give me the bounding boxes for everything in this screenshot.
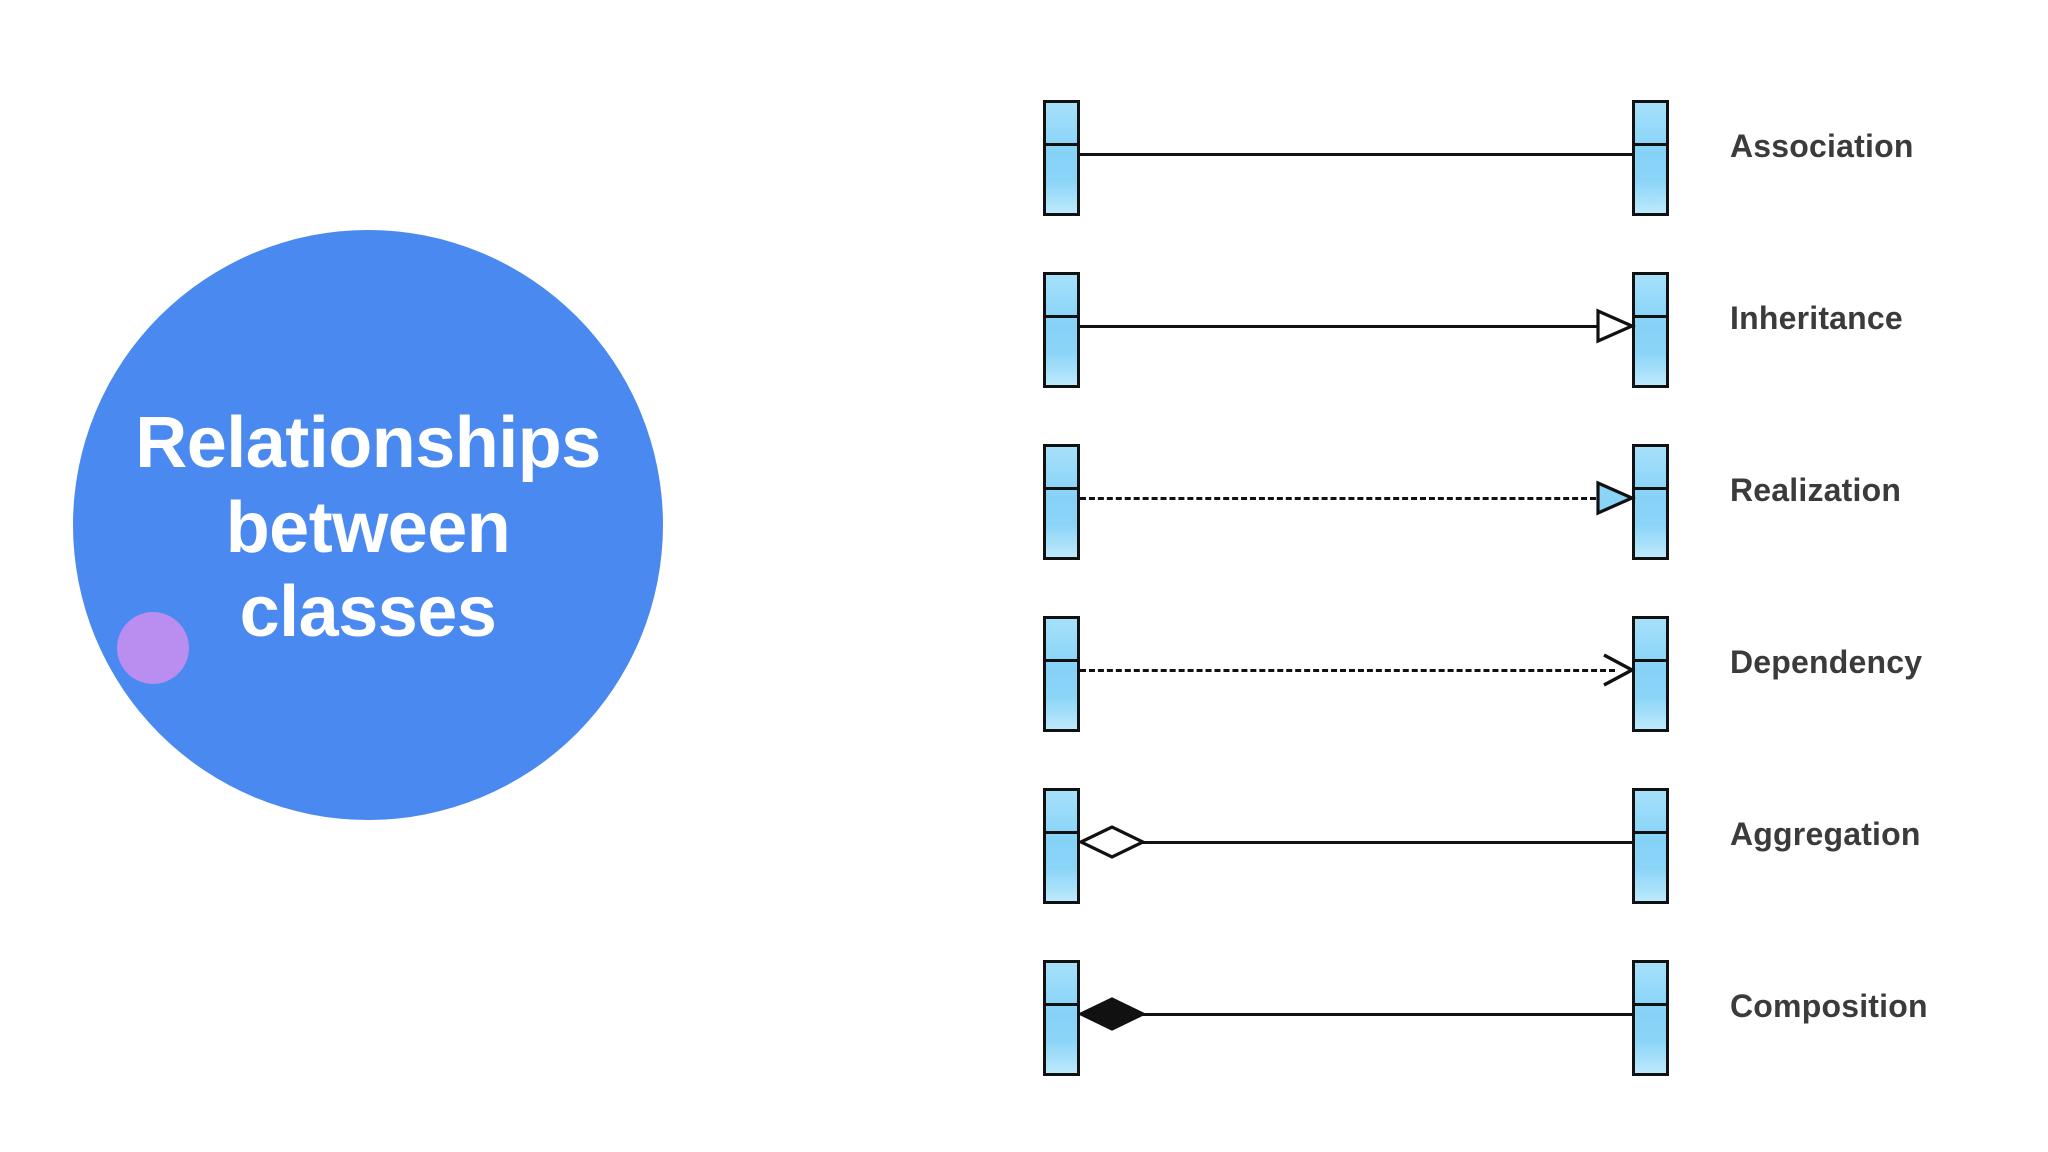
- class-box-target: [1632, 100, 1669, 216]
- hollow-triangle-arrowhead-icon: [1596, 480, 1636, 516]
- class-box-target: [1632, 272, 1669, 388]
- legend-row-dependency: Dependency: [1030, 616, 2030, 732]
- uml-relationship-legend: Association Inheritance: [1030, 100, 2030, 1076]
- class-box-divider: [1635, 487, 1666, 490]
- class-box-divider: [1046, 1003, 1077, 1006]
- legend-label-realization: Realization: [1730, 472, 1902, 508]
- connector-line-dashed: [1080, 497, 1596, 500]
- legend-label-association: Association: [1730, 128, 1914, 164]
- connector-line-solid: [1080, 153, 1632, 156]
- class-box-target: [1632, 616, 1669, 732]
- legend-label-dependency: Dependency: [1730, 644, 1923, 680]
- connector-line-solid: [1142, 1013, 1632, 1016]
- legend-label-composition: Composition: [1730, 988, 1928, 1024]
- legend-label-inheritance: Inheritance: [1730, 300, 1903, 336]
- legend-row-realization: Realization: [1030, 444, 2030, 560]
- filled-diamond-icon: [1077, 997, 1147, 1031]
- class-box-target: [1632, 444, 1669, 560]
- legend-row-composition: Composition: [1030, 960, 2030, 1076]
- accent-dot: [117, 612, 189, 684]
- class-box-divider: [1635, 1003, 1666, 1006]
- hollow-triangle-arrowhead-icon: [1596, 308, 1636, 344]
- legend-label-aggregation: Aggregation: [1730, 816, 1921, 852]
- hollow-diamond-icon: [1077, 825, 1147, 859]
- class-box-divider: [1635, 143, 1666, 146]
- class-box-divider: [1046, 315, 1077, 318]
- open-arrowhead-icon: [1603, 653, 1636, 687]
- class-box-divider: [1046, 831, 1077, 834]
- legend-row-association: Association: [1030, 100, 2030, 216]
- legend-row-inheritance: Inheritance: [1030, 272, 2030, 388]
- class-box-source: [1043, 788, 1080, 904]
- class-box-divider: [1046, 659, 1077, 662]
- class-box-source: [1043, 616, 1080, 732]
- class-box-divider: [1046, 487, 1077, 490]
- class-box-target: [1632, 788, 1669, 904]
- class-box-divider: [1635, 659, 1666, 662]
- class-box-source: [1043, 960, 1080, 1076]
- class-box-divider: [1046, 143, 1077, 146]
- class-box-target: [1632, 960, 1669, 1076]
- connector-line-solid: [1080, 325, 1598, 328]
- connector-line-solid: [1142, 841, 1632, 844]
- page-title: Relationships between classes: [135, 402, 601, 653]
- class-box-source: [1043, 272, 1080, 388]
- class-box-source: [1043, 100, 1080, 216]
- class-box-source: [1043, 444, 1080, 560]
- hero-circle: Relationships between classes: [73, 230, 663, 820]
- connector-line-dashed: [1080, 669, 1615, 672]
- class-box-divider: [1635, 315, 1666, 318]
- class-box-divider: [1635, 831, 1666, 834]
- legend-row-aggregation: Aggregation: [1030, 788, 2030, 904]
